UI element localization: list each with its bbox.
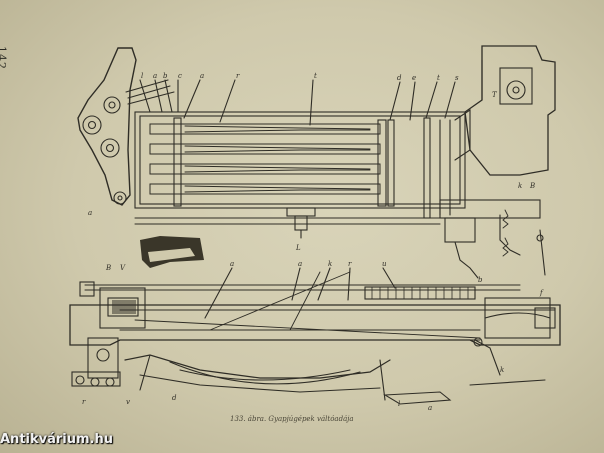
label-lower-14: r [82,398,86,406]
label-lower-7: u [382,260,387,268]
label-upper-11: s [455,74,459,82]
upper-drawing-labels: l a b c a r t d e t s T a k B L b [88,72,535,284]
label-upper-17: b [478,276,483,284]
label-lower-1: B [105,264,111,272]
watermark-logo: Antikvárium.hu [0,432,113,447]
label-lower-13: v [126,398,130,406]
label-lower-4: a [298,260,302,268]
label-upper-10: t [437,74,440,82]
label-upper-6: r [236,72,240,80]
page-number: 142 [0,46,8,70]
label-upper-12: T [492,91,498,99]
label-upper-1: l [141,72,143,80]
label-upper-3: b [163,72,168,80]
label-upper-16: L [295,244,301,252]
figure-caption: 133. ábra. Gyapjúgépek váltóadája [230,415,354,423]
label-upper-14: k [518,182,522,190]
label-upper-15: B [529,182,535,190]
label-lower-10: d [172,394,177,402]
label-upper-4: c [178,72,182,80]
label-lower-6: r [348,260,352,268]
label-lower-8: f [539,289,544,297]
label-upper-13: a [88,209,92,217]
label-lower-11: l [398,400,400,408]
label-upper-7: t [314,72,317,80]
upper-mechanism-drawing [77,45,556,279]
lower-drawing-labels: B V a a k r u f k d l a v r [82,260,544,412]
label-upper-9: e [412,74,416,82]
label-lower-12: a [428,404,432,412]
label-lower-2: V [120,264,126,272]
label-lower-9: k [500,366,504,374]
label-lower-3: a [230,260,234,268]
label-lower-5: k [328,260,332,268]
label-upper-5: a [200,72,204,80]
label-upper-8: d [397,74,402,82]
lower-mechanism-drawing [69,267,561,405]
label-upper-2: a [153,72,157,80]
